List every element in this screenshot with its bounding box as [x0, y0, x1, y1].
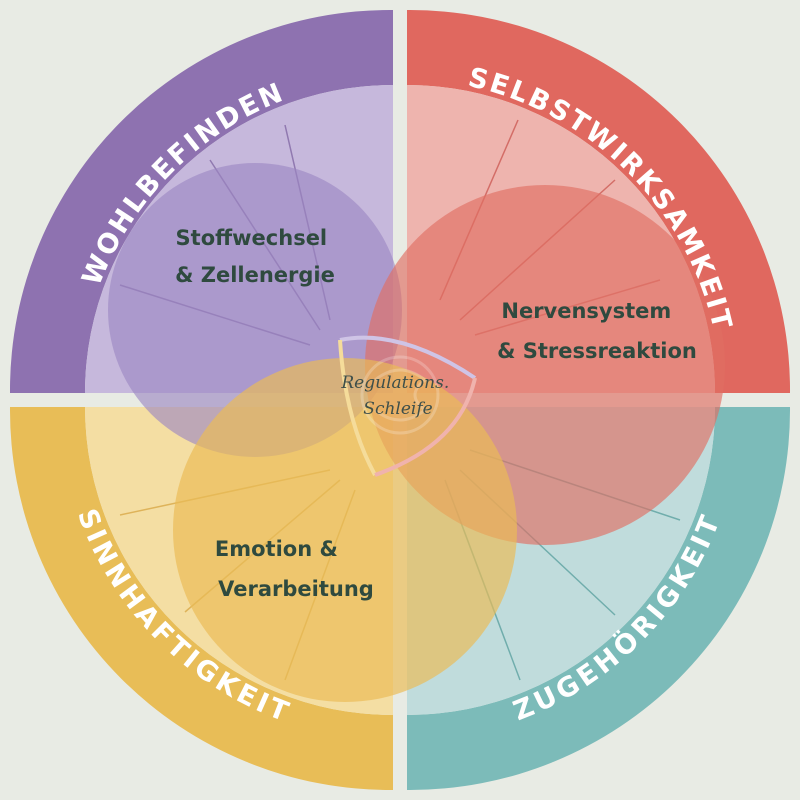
loop-watermark-icon — [360, 355, 440, 435]
center-loop: Regulations. Schleife — [338, 335, 477, 477]
nervensystem-line-2: & Stressreaktion — [497, 339, 697, 363]
outer-ring — [9, 9, 791, 791]
emotion-label: Emotion & Verarbeitung — [215, 537, 374, 601]
circle-emotion — [173, 358, 517, 702]
center-line-2: Schleife — [363, 399, 432, 419]
stoffwechsel-label: Stoffwechsel & Zellenergie — [175, 226, 335, 287]
nervensystem-label: Nervensystem & Stressreaktion — [497, 299, 697, 363]
center-line-1: Regulations. — [340, 373, 449, 393]
center-label: Regulations. Schleife — [340, 373, 454, 419]
loop-arc-purple — [339, 335, 477, 380]
zugehoerigkeit-ring — [407, 407, 791, 791]
stoffwechsel-line-1: Stoffwechsel — [176, 226, 328, 250]
emotion-line-2: Verarbeitung — [218, 577, 374, 601]
sinnhaftigkeit-ring — [9, 407, 393, 791]
emotion-line-1: Emotion & — [215, 537, 338, 561]
stoffwechsel-line-2: & Zellenergie — [175, 263, 335, 287]
loop-arc-yellow — [338, 339, 377, 476]
nervensystem-line-1: Nervensystem — [501, 299, 671, 323]
selbstwirksamkeit-ring — [407, 9, 791, 393]
wohlbefinden-ring — [10, 9, 393, 393]
loop-arc-red — [374, 377, 477, 477]
